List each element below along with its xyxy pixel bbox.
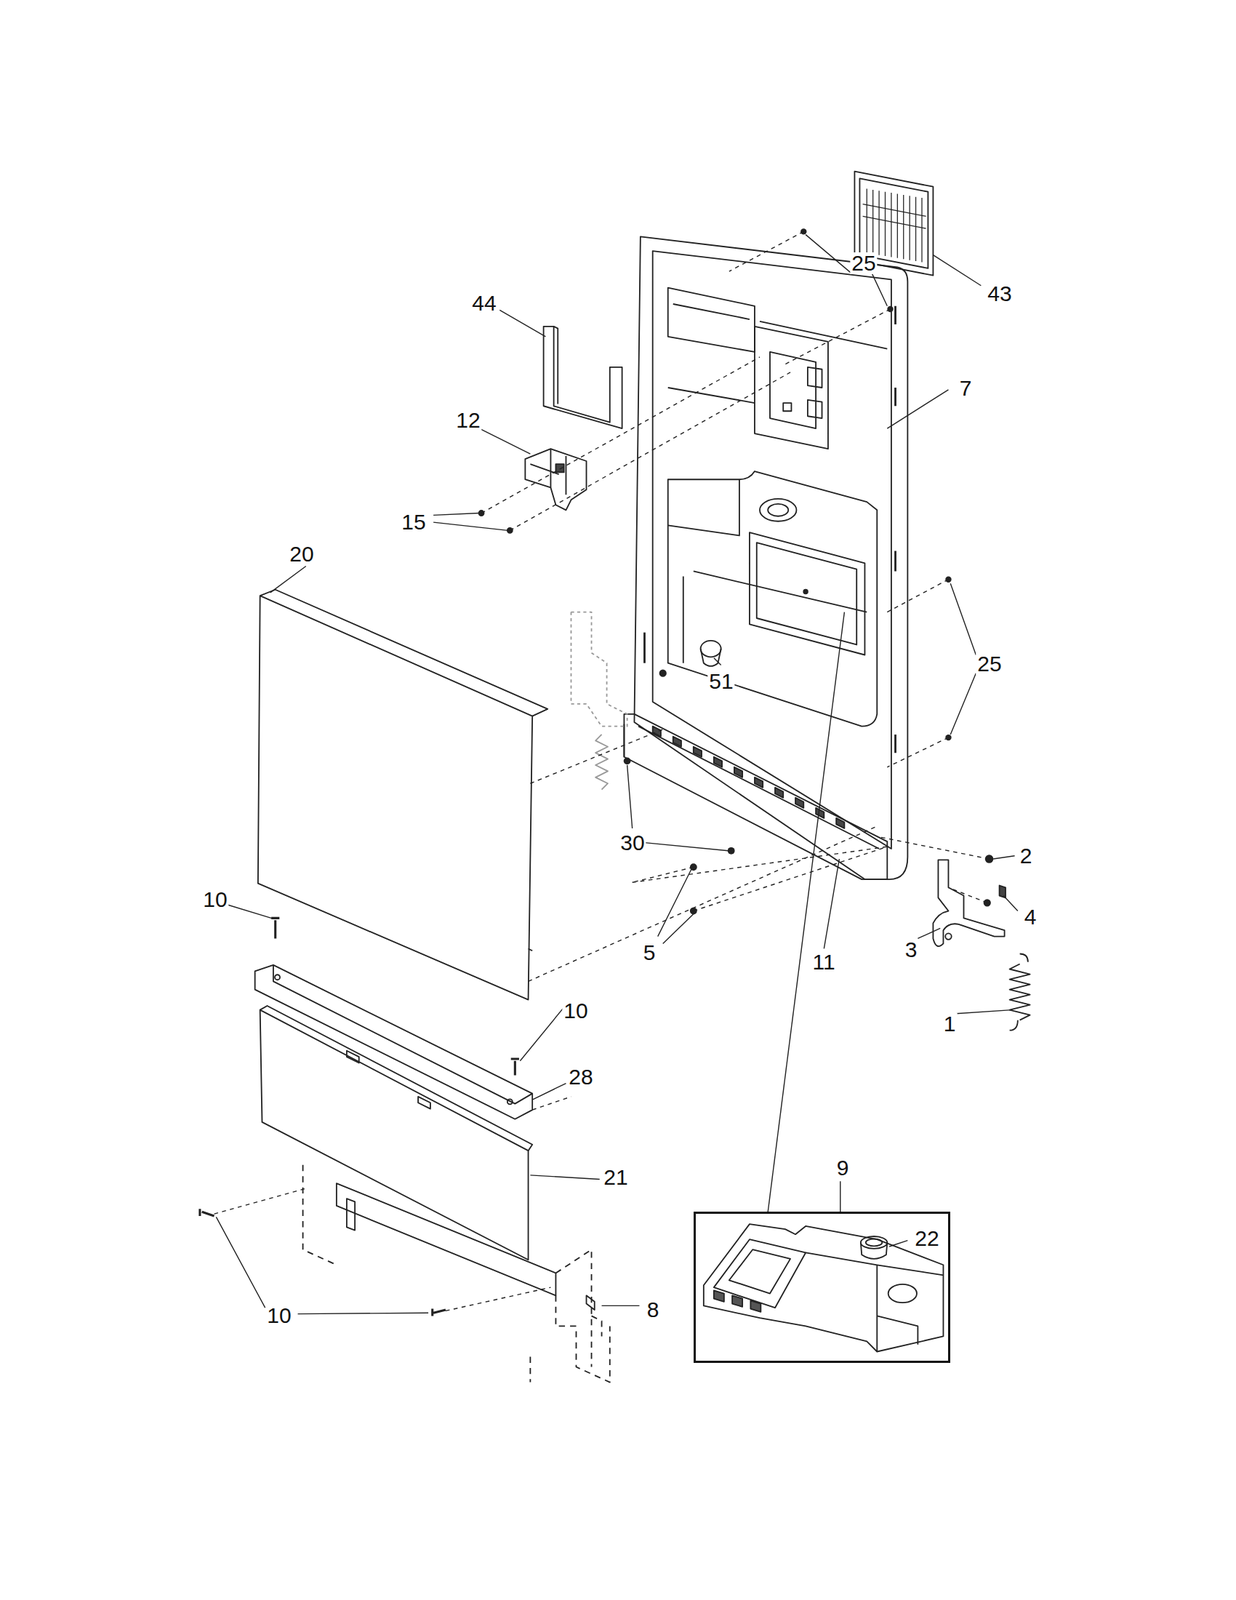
spring (1009, 953, 1031, 1030)
trim-strip (255, 964, 533, 1119)
callout-number: 44 (470, 292, 498, 315)
toe-panel (260, 1005, 533, 1260)
screws (623, 228, 952, 914)
outer-door-panel (258, 589, 548, 1000)
callout-number: 51 (707, 670, 735, 693)
bottom-tray (623, 713, 888, 880)
callout-number: 7 (958, 377, 974, 400)
callout-number: 3 (903, 938, 920, 961)
callout-number: 4 (1022, 905, 1039, 928)
callout-number: 10 (201, 888, 229, 911)
screw-10 (199, 917, 520, 1316)
callout-number: 30 (618, 831, 646, 854)
callout-number: 25 (975, 652, 1003, 675)
callout-number: 8 (645, 1298, 661, 1321)
dispenser-assembly (703, 1223, 944, 1351)
callout-number: 28 (567, 1065, 595, 1088)
callout-number: 1 (942, 1012, 958, 1035)
callout-number: 10 (265, 1304, 293, 1327)
ghost-hinge (570, 612, 627, 790)
inset-box: 922 (693, 1211, 951, 1363)
callout-number: 11 (810, 950, 837, 973)
kick-plate (303, 1164, 611, 1383)
callout-number: 15 (399, 511, 427, 533)
callout-number: 5 (641, 941, 658, 964)
hinge-arm (932, 855, 1006, 946)
alignment-lines (214, 231, 990, 1311)
callout-number: 22 (913, 1227, 941, 1250)
callout-number: 2 (1018, 844, 1034, 867)
callout-number: 43 (985, 282, 1013, 305)
callout-number: 25 (849, 252, 877, 275)
leader-lines (215, 234, 1018, 1314)
callout-number: 12 (454, 409, 482, 432)
handle-bracket (543, 326, 623, 429)
callout-number: 20 (287, 543, 315, 565)
callout-number: 10 (562, 999, 589, 1022)
callout-number: 21 (602, 1166, 629, 1189)
callout-number: 9 (835, 1156, 851, 1179)
door-latch (479, 448, 587, 533)
